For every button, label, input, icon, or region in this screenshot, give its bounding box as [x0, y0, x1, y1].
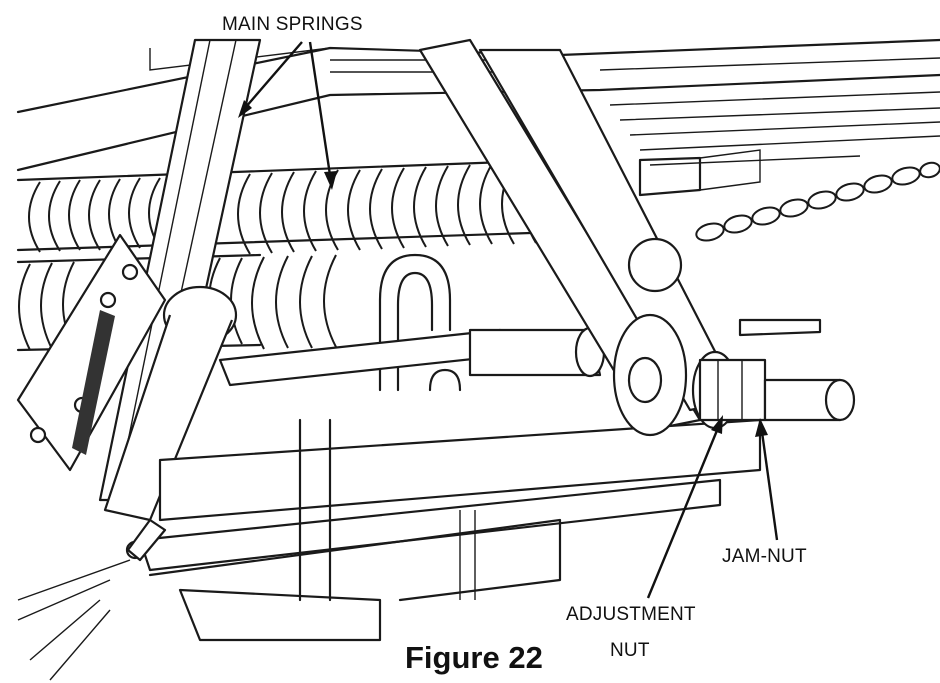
jam-nut-label: JAM-NUT — [722, 546, 807, 567]
chain-right — [695, 161, 940, 242]
adjustment-nut-arrow — [646, 415, 723, 599]
bolt-assembly — [612, 313, 856, 437]
spring-hook — [378, 253, 462, 392]
jam-nut-arrow — [755, 418, 779, 541]
main-springs-arrows — [238, 41, 337, 190]
adjustment-nut-label-line2: NUT — [610, 640, 650, 661]
main-springs-label: MAIN SPRINGS — [222, 14, 363, 35]
chain-left — [17, 518, 167, 681]
adjustment-nut-label-line1: ADJUSTMENT — [566, 604, 696, 625]
rods — [218, 326, 606, 387]
figure-caption: Figure 22 — [405, 640, 543, 675]
left-bracket — [16, 233, 167, 472]
lower-frame — [138, 418, 762, 642]
